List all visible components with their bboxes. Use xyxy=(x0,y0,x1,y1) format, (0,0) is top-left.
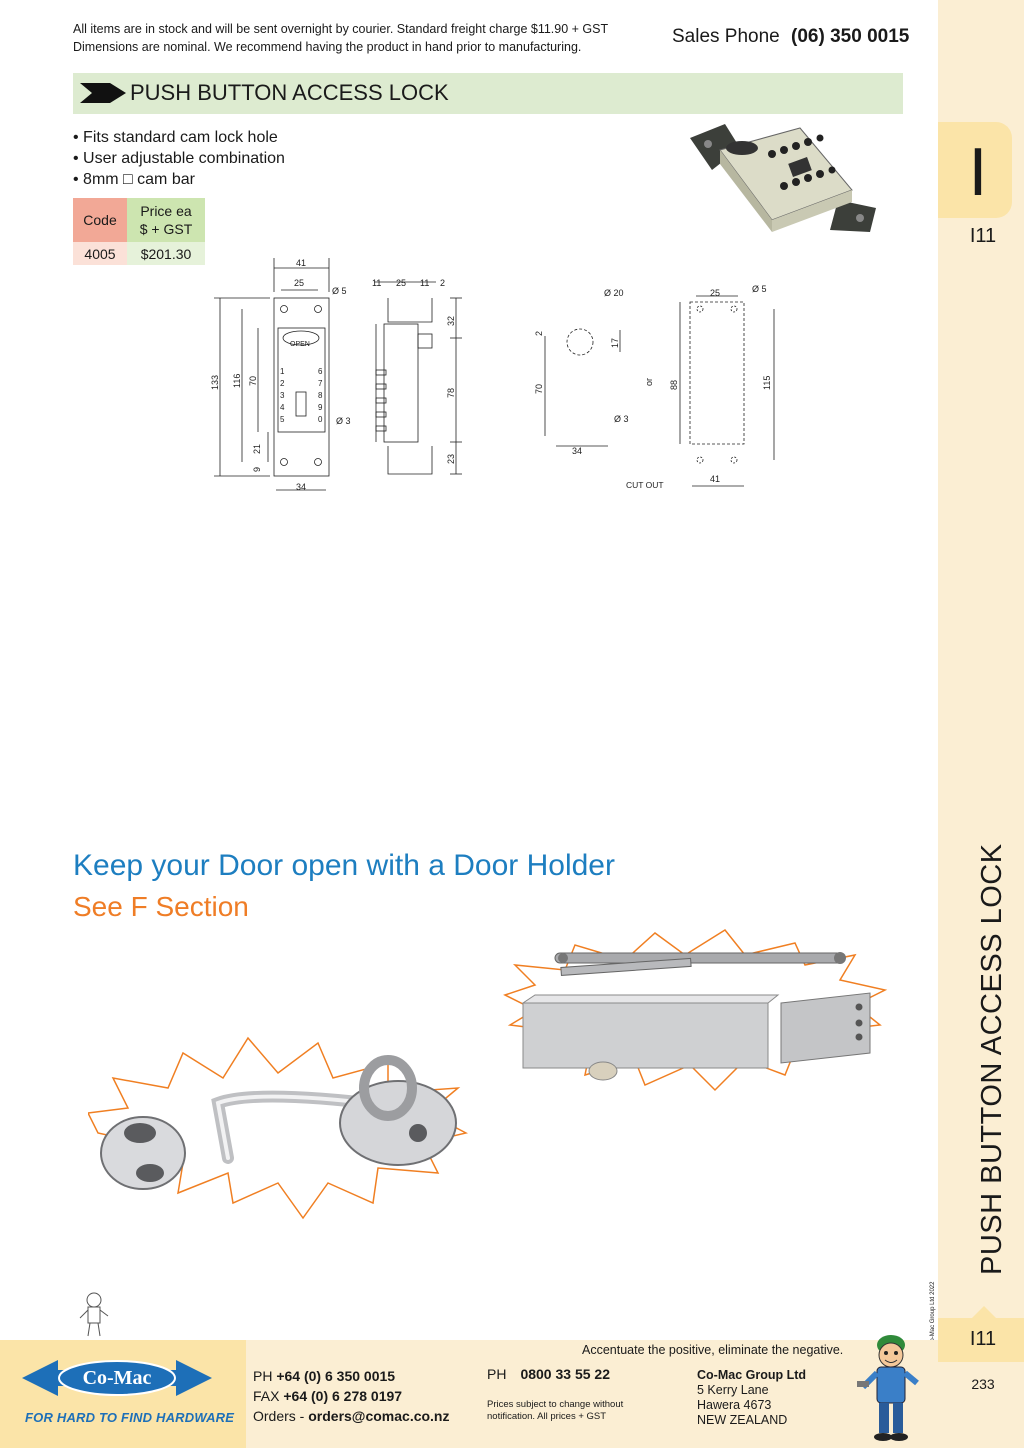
dim-label: Ø 3 xyxy=(614,414,629,424)
header-note-line2: Dimensions are nominal. We recommend hav… xyxy=(73,40,582,54)
header-note-line1: All items are in stock and will be sent … xyxy=(73,22,609,36)
dim-label: 9 xyxy=(318,403,323,412)
freephone-label: PH xyxy=(487,1366,507,1382)
dim-label: 7 xyxy=(318,379,323,388)
dim-label: 0 xyxy=(318,415,323,424)
column-header-code: Code xyxy=(73,198,127,242)
dim-label: 4 xyxy=(280,403,285,412)
mascot-icon-small xyxy=(79,1292,109,1337)
dim-label: 32 xyxy=(446,316,456,326)
dim-label: 133 xyxy=(210,375,220,390)
orders-email[interactable]: orders@comac.co.nz xyxy=(308,1408,450,1424)
header-note: All items are in stock and will be sent … xyxy=(73,20,653,56)
section-letter: I xyxy=(968,134,988,210)
tagline: FOR HARD TO FIND HARDWARE xyxy=(25,1410,235,1425)
sales-phone-number[interactable]: (06) 350 0015 xyxy=(791,26,910,47)
dim-label: 116 xyxy=(232,374,242,388)
product-code: 4005 xyxy=(73,242,127,265)
side-vertical-title: PUSH BUTTON ACCESS LOCK xyxy=(976,843,1008,1275)
dim-label: 5 xyxy=(280,415,285,424)
address-line: Hawera 4673 xyxy=(697,1398,772,1412)
logo-text: Co-Mac xyxy=(83,1367,152,1389)
section-code-bottom: I11 xyxy=(969,1328,997,1350)
dim-label: or xyxy=(644,378,654,386)
dim-label: 115 xyxy=(762,376,772,390)
column-header-price: Price ea $ + GST xyxy=(127,198,205,242)
dim-label: 70 xyxy=(534,384,544,394)
dim-label: OPEN xyxy=(290,341,310,348)
dim-label: 17 xyxy=(610,338,620,348)
door-closer-photo xyxy=(503,929,888,1092)
dim-label: 25 xyxy=(294,278,304,288)
price-header-line2: $ + GST xyxy=(139,221,193,237)
promo-subtitle[interactable]: See F Section xyxy=(73,891,249,922)
freephone: PH 0800 33 55 22 xyxy=(487,1366,610,1382)
contact-block: PH +64 (0) 6 350 0015 FAX +64 (0) 6 278 … xyxy=(253,1366,450,1426)
table-row: 4005 $201.30 xyxy=(73,242,205,265)
push-button-lock-photo xyxy=(690,124,876,232)
dim-label: 41 xyxy=(296,258,306,268)
cabin-hook-photo xyxy=(88,1036,468,1220)
sales-phone: Sales Phone (06) 350 0015 xyxy=(672,26,909,48)
product-title: PUSH BUTTON ACCESS LOCK xyxy=(130,80,449,105)
side-strip xyxy=(938,0,1024,1448)
technical-drawing: 41 25 Ø 5 133 116 70 21 9 Ø 3 34 OPEN 1 … xyxy=(210,258,775,492)
dim-label: 2 xyxy=(280,379,285,388)
section-tab[interactable] xyxy=(938,122,1012,218)
feature-list: Fits standard cam lock hole User adjusta… xyxy=(73,127,285,190)
dim-label: 78 xyxy=(446,388,456,398)
freephone-number[interactable]: 0800 33 55 22 xyxy=(520,1366,610,1382)
dim-label: 11 xyxy=(372,278,381,288)
mascot-icon xyxy=(857,1335,919,1441)
page-number: 233 xyxy=(971,1376,995,1392)
product-title-bar xyxy=(73,73,903,114)
price-table: Code Price ea $ + GST 4005 $201.30 xyxy=(73,198,205,265)
dim-label: 6 xyxy=(318,367,323,376)
product-price: $201.30 xyxy=(127,242,205,265)
promo-title[interactable]: Keep your Door open with a Door Holder xyxy=(73,849,615,882)
dim-label: 23 xyxy=(446,454,456,464)
dim-label: 70 xyxy=(248,376,258,386)
feature-item: User adjustable combination xyxy=(73,148,285,169)
dim-label: 2 xyxy=(534,331,544,336)
feature-item: 8mm □ cam bar xyxy=(73,169,285,190)
comac-logo[interactable]: Co-Mac xyxy=(22,1350,212,1406)
section-tab-bottom[interactable] xyxy=(938,1306,1024,1362)
dim-label: 25 xyxy=(396,278,406,288)
dim-label: 34 xyxy=(572,446,582,456)
dim-label: CUT OUT xyxy=(626,480,664,490)
dim-label: 9 xyxy=(252,467,262,472)
phone-label: PH xyxy=(253,1368,273,1384)
dim-label: 25 xyxy=(710,288,720,298)
dim-label: 34 xyxy=(296,482,306,492)
dim-label: 88 xyxy=(669,380,679,390)
arrow-icon xyxy=(80,83,126,103)
feature-item: Fits standard cam lock hole xyxy=(73,127,285,148)
dim-label: 1 xyxy=(280,367,285,376)
fax-number[interactable]: +64 (0) 6 278 0197 xyxy=(283,1388,403,1404)
dim-label: 11 xyxy=(420,278,429,288)
sales-phone-label: Sales Phone xyxy=(672,26,780,47)
fax-label: FAX xyxy=(253,1388,280,1404)
dim-label: 2 xyxy=(440,278,445,288)
dim-label: 41 xyxy=(710,474,720,484)
address-line: NEW ZEALAND xyxy=(697,1413,788,1427)
dim-label: Ø 5 xyxy=(332,286,347,296)
phone-number[interactable]: +64 (0) 6 350 0015 xyxy=(276,1368,396,1384)
price-header-line1: Price ea xyxy=(140,203,192,219)
dim-label: Ø 3 xyxy=(336,416,351,426)
dim-label: 21 xyxy=(252,444,262,454)
address-line: 5 Kerry Lane xyxy=(697,1383,769,1397)
motto: Accentuate the positive, eliminate the n… xyxy=(582,1343,844,1357)
section-code-top: I11 xyxy=(969,225,997,247)
dim-label: 3 xyxy=(280,391,285,400)
price-disclaimer: Prices subject to change without notific… xyxy=(487,1399,624,1422)
dim-label: Ø 20 xyxy=(604,288,624,298)
company-name: Co-Mac Group Ltd xyxy=(697,1368,807,1382)
dim-label: 8 xyxy=(318,391,323,400)
address-block: Co-Mac Group Ltd 5 Kerry Lane Hawera 467… xyxy=(697,1368,806,1428)
orders-label: Orders - xyxy=(253,1408,305,1424)
dim-label: Ø 5 xyxy=(752,284,767,294)
